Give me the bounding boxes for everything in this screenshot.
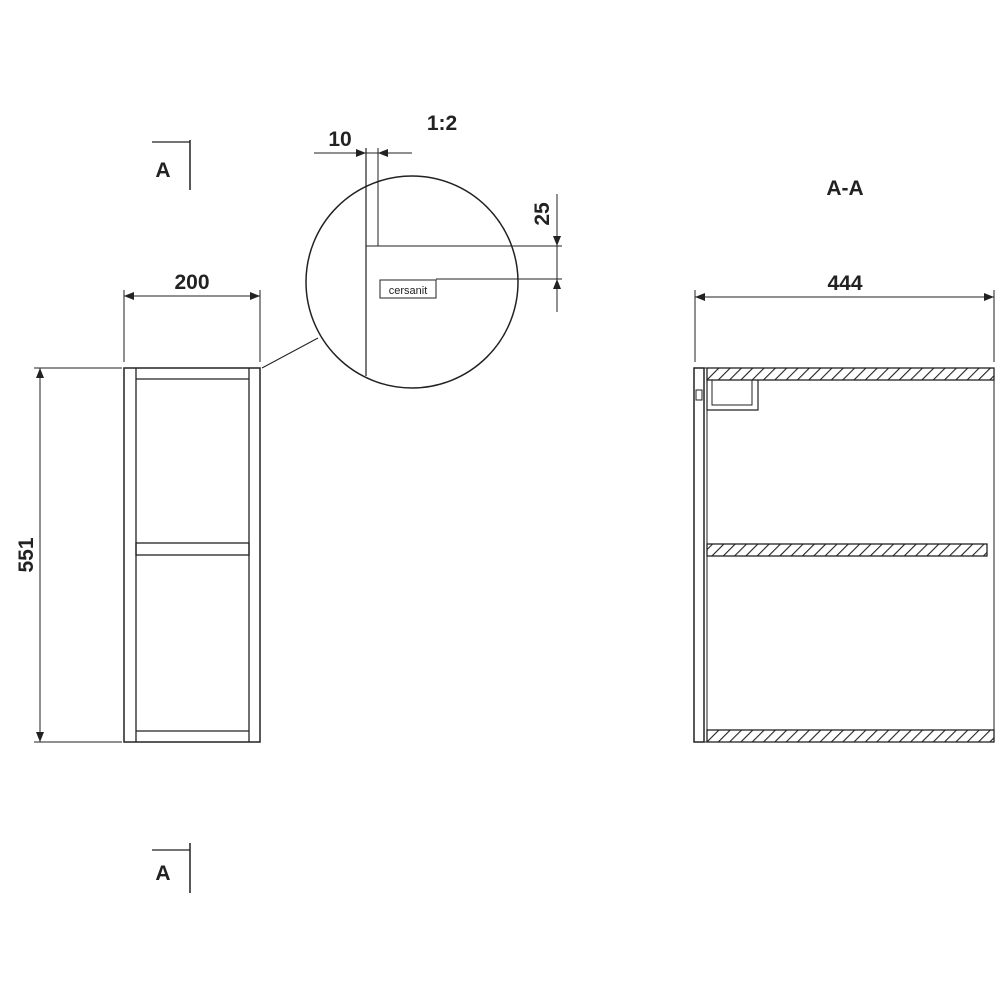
front-width-label: 200	[174, 271, 209, 294]
front-width-dimension: 200	[123, 271, 261, 362]
section-marker-top: A	[152, 140, 191, 190]
front-height-label: 551	[15, 537, 38, 572]
detail-logo-text: cersanit	[389, 285, 428, 297]
front-view: 200 551	[15, 271, 319, 743]
detail-logo-plate	[379, 279, 437, 299]
section-bottom-panel	[706, 729, 995, 743]
detail-offset-x-label: 10	[328, 128, 351, 151]
detail-circle	[305, 175, 519, 389]
front-view-outline	[123, 367, 261, 743]
section-bracket	[695, 380, 759, 411]
section-marker-bottom-label: A	[155, 862, 170, 885]
section-title: A-A	[826, 177, 863, 200]
section-top-panel	[706, 367, 995, 381]
detail-offset-x-dimension: 10	[314, 128, 412, 157]
section-front-panel	[693, 367, 705, 743]
detail-offset-y-label: 25	[531, 202, 554, 226]
detail-scale-label: 1:2	[427, 112, 457, 135]
section-shelf	[706, 543, 988, 557]
detail-view: cersanit 10 1:2 25	[305, 112, 562, 389]
front-height-dimension: 551	[15, 367, 122, 743]
section-marker-top-label: A	[155, 159, 170, 182]
section-width-dimension: 444	[694, 272, 995, 362]
section-view: A-A 444	[693, 177, 995, 743]
section-width-label: 444	[827, 272, 862, 295]
detail-leader-line	[261, 337, 319, 369]
section-marker-bottom: A	[152, 843, 191, 893]
front-view-shelf	[135, 542, 250, 556]
detail-offset-y-dimension: 25	[531, 194, 561, 312]
